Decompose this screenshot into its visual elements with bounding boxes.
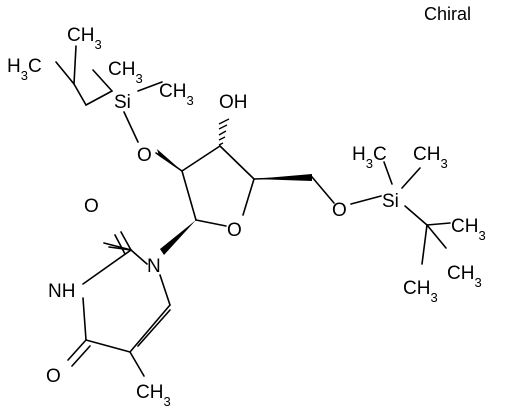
oxygen-label: O — [332, 200, 347, 221]
methyl-label: CH3 — [108, 59, 143, 86]
methyl-label: H3C — [352, 144, 387, 171]
hash-bond-oh — [218, 118, 230, 146]
methyl-label: CH3 — [67, 25, 102, 52]
oxygen-label: O — [137, 145, 152, 166]
ring-oxygen-label: O — [227, 220, 242, 241]
methyl-label: CH3 — [413, 144, 448, 171]
nitrogen-label: N — [147, 256, 161, 277]
methyl-label: CH3 — [159, 81, 194, 108]
hydroxyl-label: OH — [219, 92, 248, 113]
stereo-bonds — [157, 118, 312, 255]
silicon-label: Si — [114, 92, 131, 113]
carbonyl-oxygen-label: O — [46, 366, 61, 387]
methyl-label: H3C — [7, 56, 42, 83]
methyl-label: CH3 — [451, 216, 486, 243]
methyl-label: CH3 — [403, 278, 438, 305]
chiral-label: Chiral — [424, 4, 471, 24]
methyl-label: CH3 — [447, 263, 482, 290]
methyl-label: CH3 — [136, 382, 171, 407]
nh-label: NH — [48, 281, 75, 302]
silicon-label: Si — [382, 191, 399, 212]
carbonyl-oxygen-label: O — [84, 196, 99, 217]
